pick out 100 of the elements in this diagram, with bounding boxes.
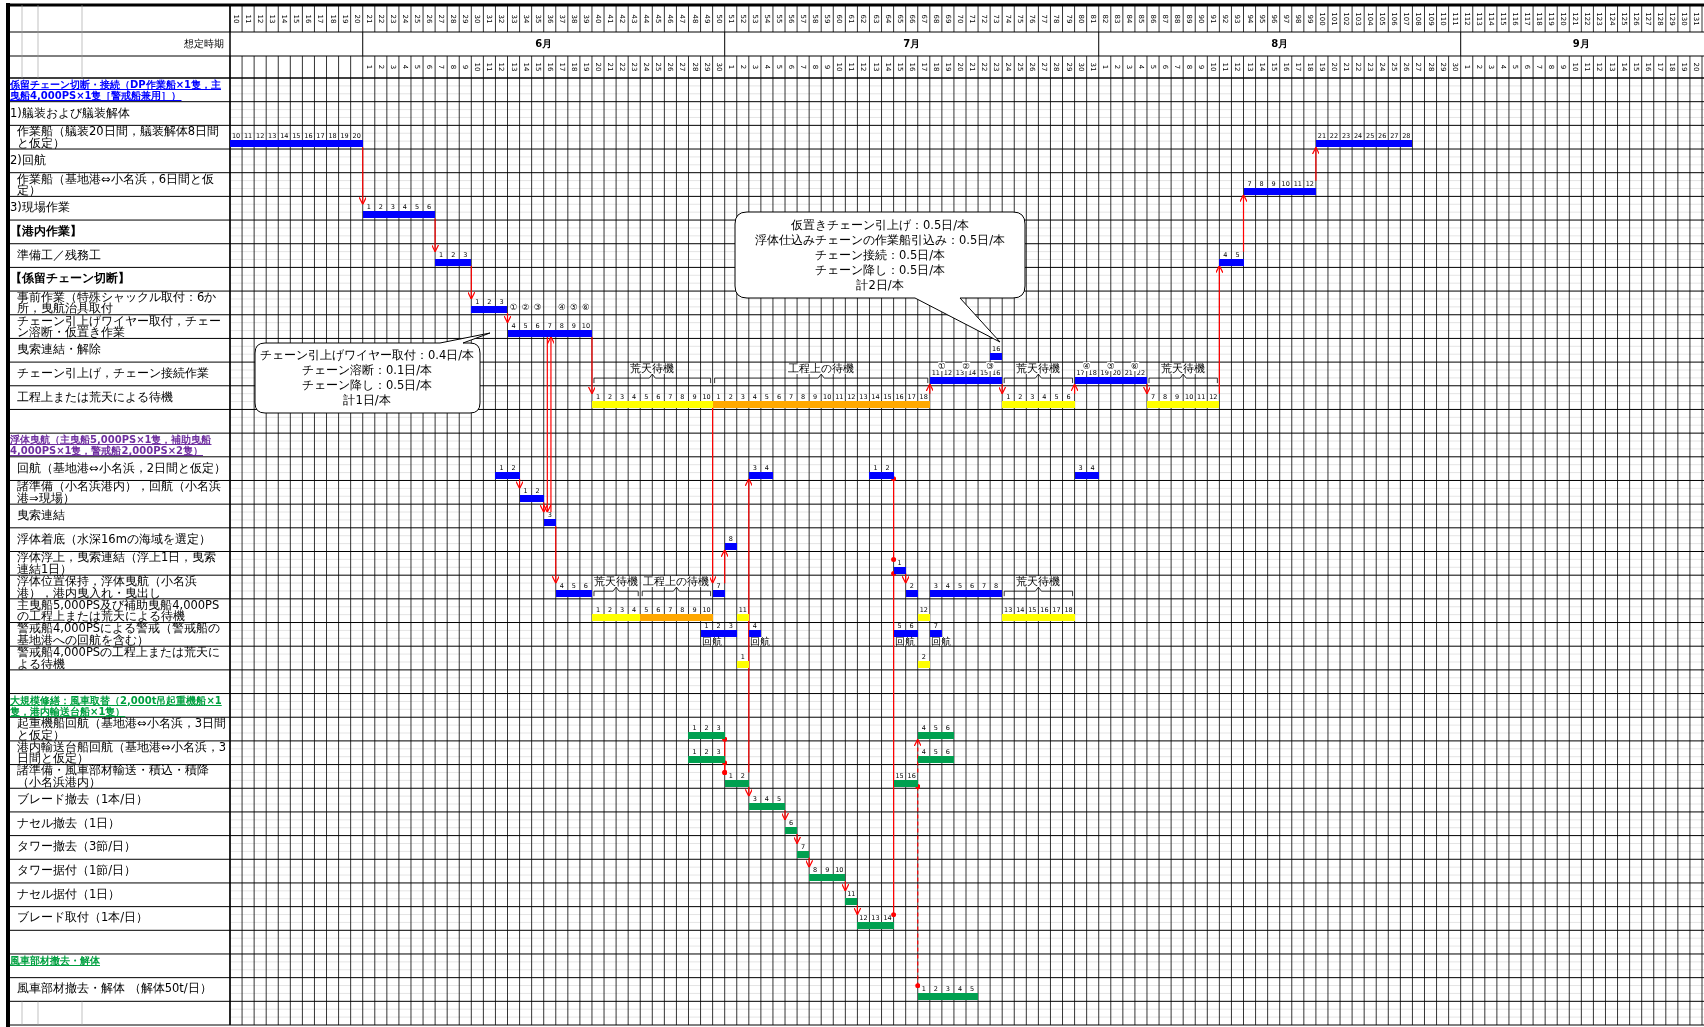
- gantt-bar: [990, 346, 1003, 361]
- bracket-label: 荒天待機: [1160, 362, 1207, 374]
- arrow: [708, 407, 717, 584]
- gantt-bar: [1002, 393, 1075, 408]
- row-label: ブレード撤去（1本/日）: [17, 794, 150, 806]
- section-heading: 風車部材撤去・解体: [10, 954, 101, 966]
- arrow: [539, 501, 548, 513]
- arrow: [515, 478, 524, 490]
- gantt-bar: [1243, 180, 1316, 195]
- gantt-bar: [1074, 370, 1147, 385]
- arrow: [925, 383, 934, 395]
- arrow: [587, 336, 597, 395]
- row-label: 【港内作業】: [10, 226, 83, 238]
- row-label: 作業船（基地港⇔小名浜，6日間と仮定）: [17, 173, 215, 197]
- callout-text: チェーン接続：0.5日/本: [814, 248, 946, 262]
- chain-number: ⑤: [570, 303, 578, 312]
- gantt-bar: [736, 606, 749, 621]
- bracket-label: 荒天待機: [1015, 575, 1062, 587]
- row-label: ブレード取付（1本/日）: [17, 912, 150, 925]
- gantt-bar: [748, 622, 761, 637]
- bar-note: 回航: [931, 637, 952, 646]
- callout-text: チェーン溶断：0.1日/本: [301, 363, 433, 377]
- arrow: [1142, 383, 1152, 395]
- connector-line: [722, 760, 728, 776]
- arrow: [913, 738, 922, 774]
- row-label: 警戒船4,000PSによる警戒（警戒船の基地港への回航を含む）: [17, 622, 222, 646]
- section-heading: 係留チェーン切断・接続（DP作業船×1隻，主曳船4,000PS×1隻［警戒船兼用］）: [10, 79, 222, 101]
- gantt-bar: [724, 772, 749, 787]
- gantt-bar: [929, 370, 1003, 385]
- gantt-bar: [917, 606, 930, 621]
- row-label: タワー撤去（3節/日）: [17, 841, 138, 854]
- row-label: タワー据付（1節/日）: [17, 865, 138, 877]
- gantt-bar: [857, 914, 894, 929]
- gantt-bar: [591, 606, 641, 621]
- gantt-bar: [495, 464, 520, 479]
- chain-number: ④: [1082, 362, 1091, 371]
- bracket-label: 工程上の待機: [642, 575, 711, 587]
- gantt-bar: [917, 725, 954, 740]
- row-label: 作業船（艤装20日間，艤装解体8日間と仮定）: [17, 125, 220, 149]
- row-label: 警戒船4,000PSの工程上または荒天による待機: [17, 646, 222, 670]
- connector-line: [891, 476, 897, 562]
- connector-line: [891, 571, 897, 918]
- row-label: 浮体着底（水深16mの海域を選定）: [17, 533, 212, 546]
- arrow: [358, 146, 367, 205]
- row-label: 諸準備・風車部材輸送・積込・積降（小名浜港内）: [17, 764, 210, 788]
- gantt-bar: [845, 890, 858, 905]
- row-label: 準備工／残務工: [17, 249, 102, 262]
- arrow: [1215, 265, 1224, 395]
- arrow: [998, 383, 1007, 395]
- gantt-bar: [905, 583, 918, 598]
- gantt-bar: [797, 843, 810, 858]
- gantt-bar: [519, 488, 544, 503]
- gantt-bar: [712, 393, 930, 408]
- gantt-bar: [471, 299, 508, 314]
- bar-note: 回航: [702, 637, 723, 646]
- gantt-bar: [700, 622, 737, 637]
- row-label: 主曳船5,000PS及び補助曳船4,000PSの工程上または荒天による待機: [17, 599, 221, 623]
- section-heading: 大規模修繕：風車取替（2,000t吊起重機船×1隻，港内輸送台船×1隻）: [10, 694, 222, 717]
- row-label: ナセル撤去（1日）: [17, 818, 122, 830]
- gantt-bar: [362, 204, 436, 219]
- gantt-bar: [724, 535, 737, 550]
- gantt-bar: [1074, 464, 1099, 479]
- arrow: [853, 904, 862, 916]
- arrow: [841, 880, 850, 892]
- bar-note: 回航: [895, 637, 916, 646]
- arrow: [431, 217, 440, 253]
- gantt-bar: [640, 606, 713, 621]
- callout-text: チェーン降し：0.5日/本: [301, 378, 433, 392]
- row-label: チェーン引上げ，チェーン接続作業: [17, 368, 210, 380]
- gantt-bar: [917, 654, 930, 669]
- gantt-bar: [893, 772, 918, 787]
- callout-text: 仮置きチェーン引上げ：0.5日/本: [790, 218, 970, 232]
- row-label: 工程上または荒天による待機: [17, 391, 174, 404]
- bracket-label: 荒天待機: [629, 362, 676, 374]
- bracket-label: 工程上の待機: [787, 362, 856, 374]
- row-label: 風車部材撤去・解体 （解体50t/日）: [17, 983, 213, 996]
- gantt-bar: [591, 393, 713, 408]
- row-label: 回航（基地港⇔小名浜，2日間と仮定）: [17, 462, 227, 475]
- gantt-bar: [230, 133, 363, 148]
- arrow: [780, 809, 790, 821]
- column-header: 想定時期: [184, 38, 224, 50]
- arrow: [1311, 146, 1320, 182]
- row-label: 曳索連結・解除: [17, 344, 102, 356]
- gantt-bar: [712, 583, 725, 598]
- bracket-label: 荒天待機: [593, 575, 640, 587]
- row-label: 港内輸送台船回航（基地港⇔小名浜，3日間と仮定）: [17, 741, 227, 765]
- gantt-bar: [1002, 606, 1075, 621]
- callout-text: 浮体仕込みチェーンの作業船引込み：0.5日/本: [754, 233, 1006, 247]
- arrow: [546, 336, 556, 513]
- callout-bubble: [735, 212, 1027, 343]
- gantt-bar: [1315, 133, 1413, 148]
- connector-line: [915, 784, 921, 989]
- arrow: [720, 549, 729, 584]
- chain-number: ①: [938, 362, 946, 371]
- gantt-bar: [929, 622, 942, 637]
- gantt-bar: [555, 583, 592, 598]
- chain-number: ②: [521, 303, 530, 312]
- row-label: 1)艤装および艤装解体: [10, 107, 131, 120]
- row-label: チェーン引上げワイヤー取付，チェーン溶断・仮置き作業: [17, 315, 222, 339]
- month-header: 8月: [1271, 38, 1289, 50]
